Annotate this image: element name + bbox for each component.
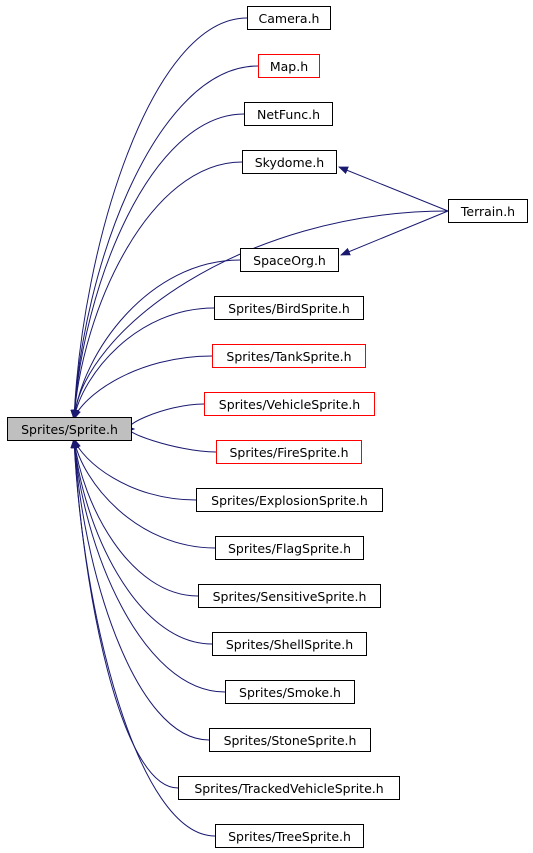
edge-vehicle-to-sprite (124, 403, 205, 433)
node-smoke-h[interactable]: Sprites/Smoke.h (225, 680, 355, 704)
edge-explosion-to-sprite (73, 438, 197, 501)
edge-stone-to-sprite (70, 438, 210, 741)
node-camera-h[interactable]: Camera.h (247, 6, 331, 30)
node-firesprite-h[interactable]: Sprites/FireSprite.h (216, 440, 362, 464)
node-terrain-h[interactable]: Terrain.h (448, 199, 528, 223)
edge-map-to-sprite (70, 65, 259, 420)
node-spaceorg-h[interactable]: SpaceOrg.h (240, 248, 339, 272)
edge-smoke-to-sprite (70, 438, 226, 693)
edge-skydome-to-sprite (70, 161, 243, 420)
edge-spaceorg-to-sprite (71, 259, 241, 420)
edge-fire-to-sprite (124, 425, 217, 453)
node-sprite-h[interactable]: Sprites/Sprite.h (7, 417, 132, 441)
node-tanksprite-h[interactable]: Sprites/TankSprite.h (212, 344, 366, 368)
edge-netfunc-to-sprite (70, 113, 245, 420)
edge-bird-to-sprite (71, 307, 215, 420)
edge-camera-to-sprite (70, 17, 248, 420)
node-birdsprite-h[interactable]: Sprites/BirdSprite.h (214, 296, 364, 320)
node-skydome-h[interactable]: Skydome.h (242, 150, 337, 174)
edge-tank-to-sprite (73, 355, 213, 420)
node-netfunc-h[interactable]: NetFunc.h (244, 102, 333, 126)
node-shellsprite-h[interactable]: Sprites/ShellSprite.h (212, 632, 367, 656)
node-vehiclesprite-h[interactable]: Sprites/VehicleSprite.h (204, 392, 375, 416)
edge-terrain-to-sprite (70, 210, 449, 420)
node-flagsprite-h[interactable]: Sprites/FlagSprite.h (215, 536, 364, 560)
edge-flag-to-sprite (71, 438, 216, 549)
edge-tree-to-sprite (70, 438, 216, 837)
node-sensitivesprite-h[interactable]: Sprites/SensitiveSprite.h (198, 584, 381, 608)
node-explosionsprite-h[interactable]: Sprites/ExplosionSprite.h (196, 488, 383, 512)
node-trackedvehiclesprite-h[interactable]: Sprites/TrackedVehicleSprite.h (178, 776, 400, 800)
edge-sensitive-to-sprite (71, 438, 199, 597)
edge-terrain-to-spaceorg (340, 210, 449, 256)
node-stonesprite-h[interactable]: Sprites/StoneSprite.h (209, 728, 371, 752)
edge-terrain-to-skydome (338, 166, 449, 212)
edge-tracked-to-sprite (70, 438, 179, 789)
node-map-h[interactable]: Map.h (258, 54, 320, 78)
node-treesprite-h[interactable]: Sprites/TreeSprite.h (215, 824, 364, 848)
edge-shell-to-sprite (70, 438, 213, 645)
